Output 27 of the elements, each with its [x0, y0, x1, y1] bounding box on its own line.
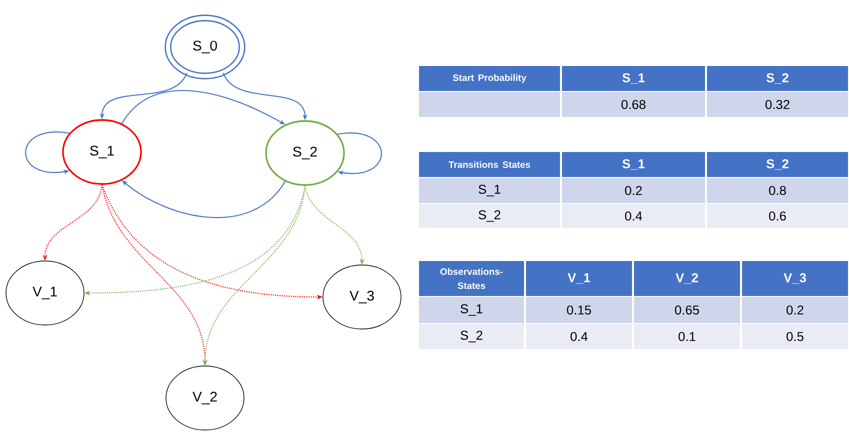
- table-cell: 0.32: [707, 92, 848, 117]
- table-header-cell: S_1: [562, 66, 705, 91]
- arrow: [338, 132, 382, 176]
- table-header-cell: S_2: [707, 66, 848, 91]
- table-cell: 0.4: [526, 324, 632, 349]
- table-header-cell: V_3: [742, 261, 848, 296]
- table-header-cell: S_1: [562, 152, 705, 177]
- table-cell: S_1: [419, 297, 524, 323]
- table-cell: 0.4: [562, 204, 705, 228]
- table-cell: S_2: [419, 204, 560, 228]
- table-header-cell: S_2: [707, 152, 848, 177]
- table-cell: 0.68: [562, 92, 705, 117]
- table-cell: 0.1: [634, 324, 740, 349]
- table-cell: 0.2: [742, 297, 848, 323]
- table-cell: 0.2: [562, 178, 705, 203]
- table-cell: 0.65: [634, 297, 740, 323]
- table-header-cell: Start Probability: [419, 66, 560, 91]
- table-cell: 0.5: [742, 324, 848, 349]
- table-cell: S_1: [419, 178, 560, 203]
- table-header-cell: V_1: [526, 261, 632, 296]
- table-cell: 0.8: [707, 178, 848, 203]
- table-cell: S_2: [419, 324, 524, 349]
- table-header-cell: Observations-States: [419, 261, 524, 296]
- table-header-cell: Transitions States: [419, 152, 560, 177]
- table-cell: 0.6: [707, 204, 848, 228]
- table-header-cell: V_2: [634, 261, 740, 296]
- table-cell: 0.15: [526, 297, 632, 323]
